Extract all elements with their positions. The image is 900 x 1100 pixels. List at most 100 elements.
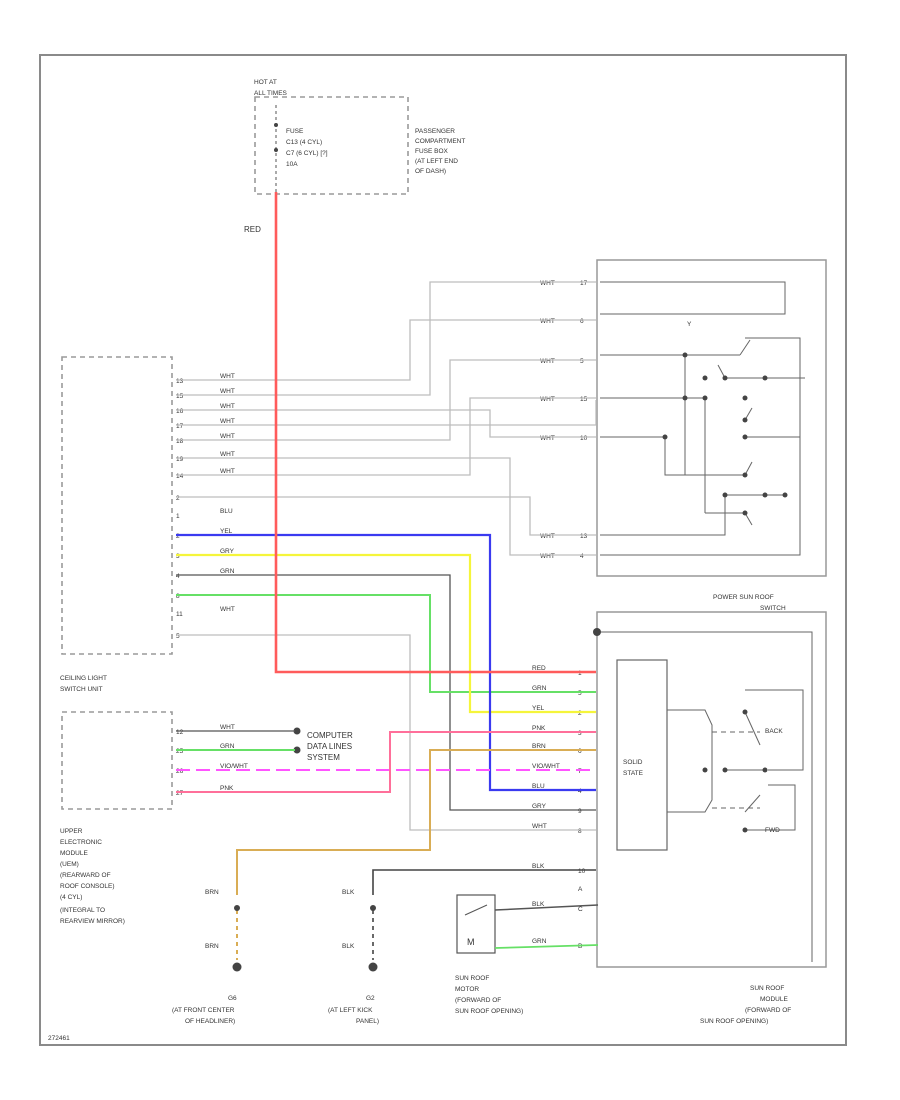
uem-line1: UPPER <box>60 828 83 835</box>
ceiling-unit-line1: CEILING LIGHT <box>60 675 107 682</box>
blk-label-bottom: BLK <box>342 943 355 950</box>
uem-line9: REARVIEW MIRROR) <box>60 918 125 925</box>
uem-wire-color: PNK <box>220 785 234 792</box>
footer-code: 272461 <box>48 1035 70 1042</box>
ceiling-wire-color: YEL <box>220 528 233 535</box>
ceiling-pin: 3 <box>176 553 180 560</box>
module-wire-color: VIO/WHT <box>532 763 560 770</box>
module-pin: 5 <box>578 690 582 697</box>
sunroof-module-label: SUN ROOF MODULE (FORWARD OF SUN ROOF OPE… <box>700 985 791 1025</box>
ceiling-wire-color: WHT <box>220 418 235 425</box>
sunroof-module-line4: SUN ROOF OPENING) <box>700 1018 768 1025</box>
fuse-line3: C7 (6 CYL) [?] <box>286 150 328 157</box>
top-switch-pin: 10 <box>580 435 588 442</box>
ceiling-pin: 19 <box>176 456 184 463</box>
uem-wire-color: GRN <box>220 743 235 750</box>
diagram-frame <box>39 54 847 1046</box>
ceiling-wire-color: WHT <box>220 403 235 410</box>
module-wire-color: BRN <box>532 743 546 750</box>
module-pin: C <box>578 906 583 913</box>
red-wire-label: RED <box>244 225 261 234</box>
fuse-line2: C13 (4 CYL) <box>286 139 322 146</box>
solid-state-line2: STATE <box>623 770 644 777</box>
top-switch-wire-color: WHT <box>540 396 555 403</box>
module-wire-color: PNK <box>532 725 546 732</box>
uem-line3: MODULE <box>60 850 88 857</box>
sunroof-module-line2: MODULE <box>760 996 788 1003</box>
sun-roof-module-box <box>596 611 827 968</box>
solid-state-block: SOLID STATE <box>616 659 668 851</box>
top-switch-wire-color: WHT <box>540 553 555 560</box>
module-wire-color: GRY <box>532 803 547 810</box>
ceiling-pin: 2 <box>176 533 180 540</box>
g2-name: G2 <box>366 995 375 1002</box>
top-switch-wire-color: WHT <box>540 358 555 365</box>
ceiling-pin: 16 <box>176 408 184 415</box>
uem-line5: (REARWARD OF <box>60 872 111 879</box>
psr-switch-line2: SWITCH <box>760 605 786 612</box>
module-wire-color: BLU <box>532 783 545 790</box>
ceiling-unit-line2: SWITCH UNIT <box>60 686 103 693</box>
ceiling-pin: 11 <box>176 611 183 618</box>
module-pin: 1 <box>578 670 582 677</box>
sunroof-motor-line4: SUN ROOF OPENING) <box>455 1008 523 1015</box>
ceiling-wire-color: WHT <box>220 468 235 475</box>
module-pin: 9 <box>578 808 582 815</box>
module-wire-color: RED <box>532 665 546 672</box>
uem-wire-color: WHT <box>220 724 235 731</box>
top-switch-pin: 17 <box>580 280 588 287</box>
psr-switch-line1: POWER SUN ROOF <box>713 594 774 601</box>
top-switch-wire-color: WHT <box>540 318 555 325</box>
module-pin: 8 <box>578 828 582 835</box>
module-pin: A <box>578 886 583 893</box>
uem-line2: ELECTRONIC <box>60 839 102 846</box>
upper-electronic-module <box>61 711 173 810</box>
uem-line4: (UEM) <box>60 861 79 868</box>
module-wire-color: BLK <box>532 901 545 908</box>
blk-label-top: BLK <box>342 889 355 896</box>
module-pin: 4 <box>578 788 582 795</box>
dlc-splice-1 <box>293 727 301 735</box>
ceiling-wire-color: WHT <box>220 373 235 380</box>
solid-state-line1: SOLID <box>623 759 643 766</box>
ceiling-light-switch-unit <box>61 356 173 655</box>
motor-relay-section: BACK FWD <box>667 689 804 834</box>
g6-line2: OF HEADLINER) <box>185 1018 235 1025</box>
ceiling-pin: 8 <box>176 593 180 600</box>
module-wire-color: GRN <box>532 685 547 692</box>
uem-line8: (INTEGRAL TO <box>60 907 105 914</box>
sunroof-motor-line3: (FORWARD OF <box>455 997 501 1004</box>
top-switch-pin: 4 <box>580 553 584 560</box>
hot-at-line2: ALL TIMES <box>254 90 288 97</box>
ceiling-wire-color: GRY <box>220 548 235 555</box>
top-switch-pin: 15 <box>580 396 588 403</box>
fuse-box-line3: FUSE BOX <box>415 148 449 155</box>
ceiling-pin: 14 <box>176 473 184 480</box>
uem-pin: 27 <box>176 790 184 797</box>
motor-symbol: M <box>467 937 475 947</box>
module-pin: 3 <box>578 730 582 737</box>
ceiling-pin: 17 <box>176 423 184 430</box>
dlc-splice-2 <box>293 746 301 754</box>
fuse-line1: FUSE <box>286 128 304 135</box>
top-switch-wire-color: WHT <box>540 533 555 540</box>
svg-text:Y: Y <box>687 321 692 328</box>
ceiling-pin: 18 <box>176 438 184 445</box>
sunroof-motor-line1: SUN ROOF <box>455 975 489 982</box>
module-pin: 10 <box>578 868 586 875</box>
module-pin: 6 <box>578 748 582 755</box>
top-switch-pin: 6 <box>580 318 584 325</box>
back-label: BACK <box>765 728 783 735</box>
g6-name: G6 <box>228 995 237 1002</box>
uem-pin: 26 <box>176 768 184 775</box>
module-wire-color: BLK <box>532 863 545 870</box>
sun-roof-motor: M SUN ROOF MOTOR (FORWARD OF SUN ROOF OP… <box>455 894 599 1015</box>
ceiling-wire-color: WHT <box>220 451 235 458</box>
fwd-label: FWD <box>765 827 780 834</box>
ceiling-pin: 5 <box>176 633 180 640</box>
sunroof-module-line1: SUN ROOF <box>750 985 784 992</box>
uem-line6: ROOF CONSOLE) <box>60 883 115 890</box>
brn-label-bottom: BRN <box>205 943 219 950</box>
